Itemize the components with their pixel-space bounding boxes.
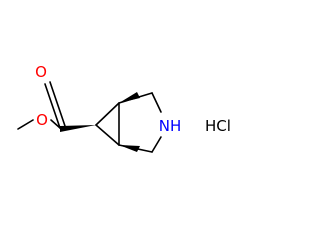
- ester-oxygen-label: O: [36, 111, 48, 129]
- bond-methyl-ester-oxygen: [17, 119, 34, 130]
- nitrogen-label: NH: [159, 117, 182, 135]
- bonds: [17, 81, 162, 153]
- bond-ester-oxygen-carbonyl: [50, 119, 61, 129]
- bond-ring-c6-c1: [95, 102, 120, 126]
- atom-labels: O O NH HCl: [35, 63, 231, 135]
- wedge-bonds: [60, 92, 140, 152]
- wedge-bond-upper-h: [119, 92, 140, 103]
- wedge-bond-lower-h: [119, 145, 140, 152]
- bond-carbonyl-double-2: [49, 81, 66, 127]
- bond-carbonyl-double-1: [44, 83, 61, 129]
- wedge-bond-carbonyl: [60, 125, 96, 132]
- structure-canvas: O O NH HCl: [17, 63, 231, 153]
- bond-ring-n-c4: [151, 136, 162, 153]
- hcl-label: HCl: [205, 117, 231, 135]
- bond-ring-c2-n: [151, 92, 162, 113]
- carbonyl-oxygen-label: O: [35, 63, 47, 81]
- bond-ring-c6-c5: [95, 124, 120, 146]
